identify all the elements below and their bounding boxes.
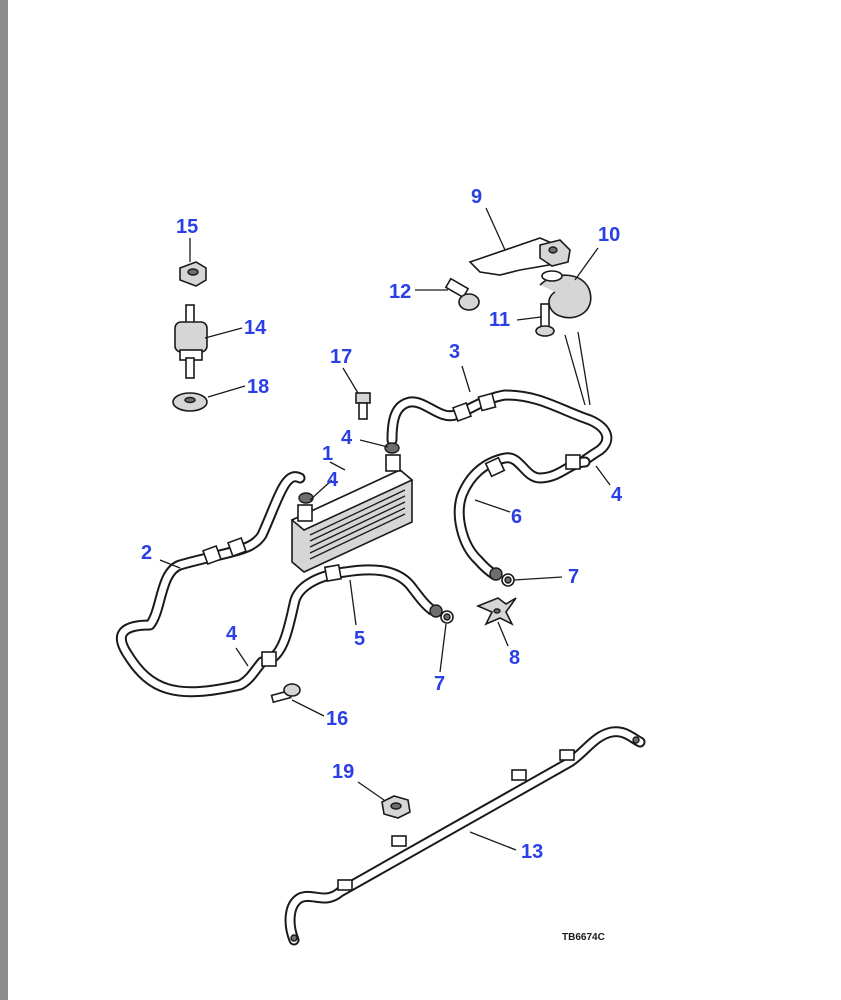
callout-17: 17 [330,346,352,368]
bracket-rail-13 [284,726,646,946]
pipe-3 [386,389,613,466]
callout-8: 8 [509,647,520,669]
callout-11: 11 [489,309,510,331]
callout-7-a: 7 [568,566,579,588]
callout-10: 10 [598,224,620,246]
callout-16: 16 [326,708,348,730]
callout-1: 1 [322,443,333,465]
callout-4-b: 4 [327,469,339,491]
leader-lines [159,207,611,851]
pipe-6 [453,452,591,581]
nut-15 [179,261,207,287]
seal-7-right [501,573,515,587]
callout-9: 9 [471,186,482,208]
clamp-10 [539,270,592,319]
bolt-11 [535,303,555,337]
callout-14: 14 [244,317,267,339]
callout-3: 3 [449,341,460,363]
callout-12: 12 [389,281,411,303]
callout-4-c: 4 [611,484,623,506]
callout-4-a: 4 [341,427,353,449]
callout-numbers: 15 14 18 17 1 4 4 2 3 9 10 11 12 4 6 7 7… [141,186,623,943]
callout-13: 13 [521,841,543,863]
pipe-5 [261,563,443,667]
seal-7-lower [440,610,454,624]
left-edge-strip [0,0,8,1000]
oil-cooler [290,442,414,573]
nut-19 [381,795,411,819]
callout-4-d: 4 [226,623,238,645]
callout-15: 15 [176,216,198,238]
callout-18: 18 [247,376,269,398]
callout-19: 19 [332,761,354,783]
callout-2: 2 [141,542,152,564]
bolt-17 [355,392,371,420]
pipe-2 [115,471,306,698]
flange-plate-8 [475,597,517,626]
figure-reference: TB6674C [562,932,605,943]
bolt-12 [444,277,480,311]
bracket-9 [468,237,571,276]
washer-18 [172,392,208,412]
callout-5: 5 [354,628,365,650]
stud-mount-14 [174,304,208,379]
bolt-16 [270,683,301,704]
callout-7-b: 7 [434,673,445,695]
callout-6: 6 [511,506,522,528]
